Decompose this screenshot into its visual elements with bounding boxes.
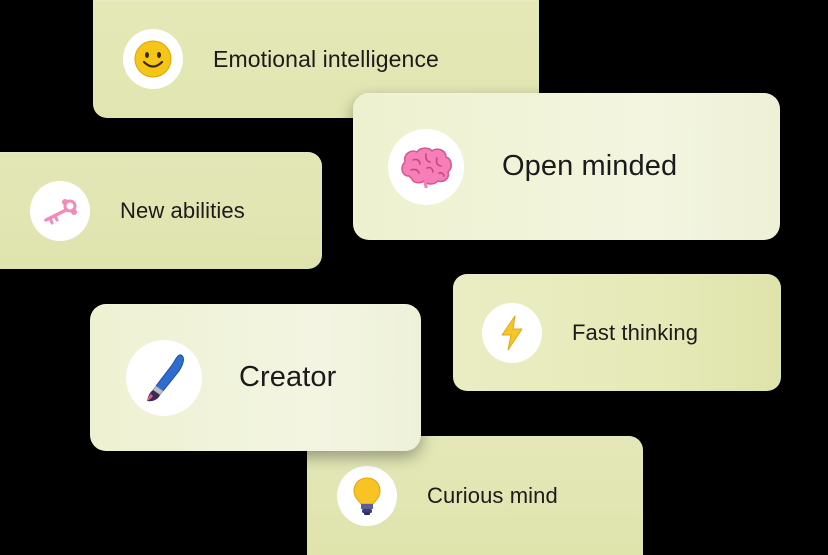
card-label: Fast thinking <box>572 319 699 345</box>
card-label: Emotional intelligence <box>213 45 439 72</box>
smiley-face-icon <box>133 39 173 79</box>
card-fast-thinking: Fast thinking <box>453 274 781 391</box>
icon-circle <box>388 128 464 205</box>
card-emotional-intelligence: Emotional intelligence <box>93 0 539 118</box>
icon-circle <box>482 302 542 363</box>
card-label: Open minded <box>502 150 678 182</box>
lightning-bolt-icon <box>499 315 525 351</box>
light-bulb-icon <box>352 476 382 516</box>
card-open-minded: Open minded <box>353 93 780 240</box>
icon-circle <box>30 180 90 241</box>
icon-circle <box>337 465 397 526</box>
card-new-abilities: New abilities <box>0 152 322 269</box>
card-creator: Creator <box>90 304 421 451</box>
key-icon <box>40 196 80 226</box>
card-label: Curious mind <box>427 482 558 508</box>
paintbrush-icon <box>141 353 187 403</box>
icon-circle <box>126 339 202 416</box>
icon-circle <box>123 29 183 89</box>
card-label: Creator <box>239 361 337 393</box>
card-curious-mind: Curious mind <box>307 436 643 555</box>
brain-icon <box>399 146 453 188</box>
card-label: New abilities <box>120 197 245 223</box>
